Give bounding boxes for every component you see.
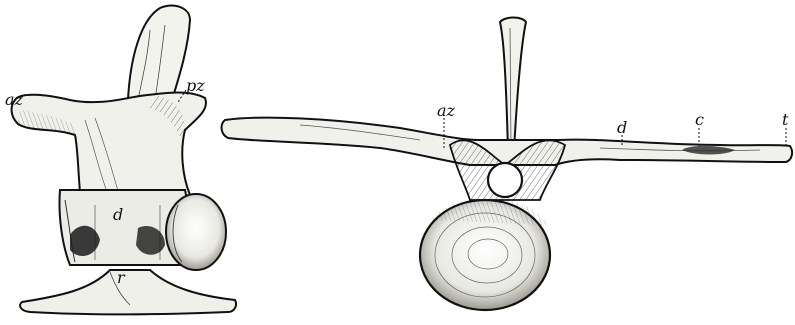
- label-left-pz: pz: [186, 78, 205, 94]
- neural-spine-right: [500, 18, 526, 151]
- label-left-az: az: [5, 92, 23, 108]
- label-right-t: t: [782, 112, 788, 128]
- label-left-r: r: [117, 270, 125, 286]
- label-right-az: az: [437, 103, 455, 119]
- label-right-c: c: [695, 112, 704, 128]
- neural-canal: [488, 163, 522, 197]
- label-left-d: d: [113, 207, 123, 223]
- label-right-d: d: [617, 120, 627, 136]
